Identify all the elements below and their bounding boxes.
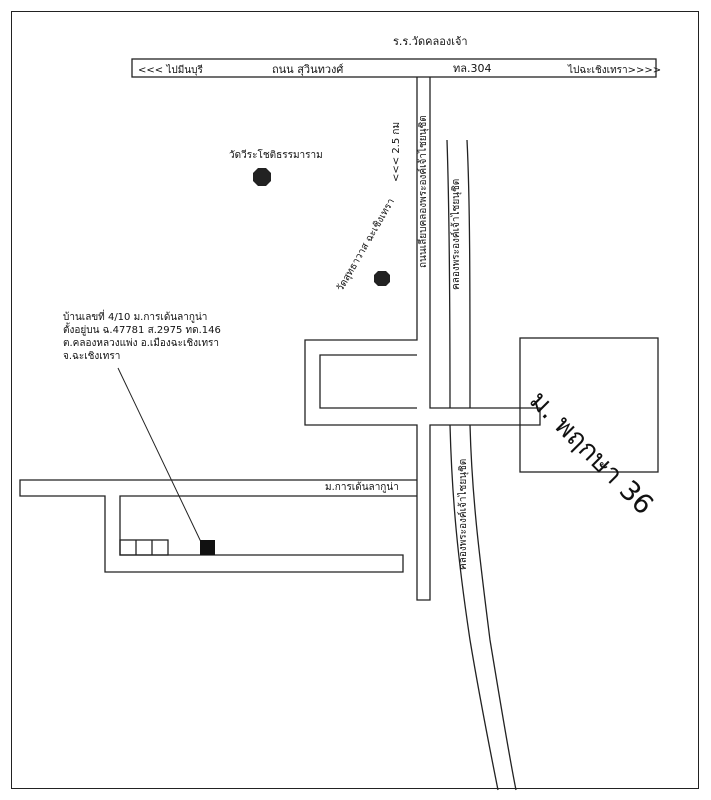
pointer-line bbox=[117, 367, 202, 543]
house-info-line: ต.คลองหลวงแพ่ง อ.เมืองฉะเชิงเทรา bbox=[63, 338, 220, 349]
highway-road bbox=[131, 58, 657, 78]
school-label: ร.ร.วัดคลองเจ้า bbox=[393, 35, 468, 48]
distance-label: <<< 2.5 กม bbox=[391, 121, 402, 182]
highway-right-label: ไปฉะเชิงเทรา>>>> bbox=[568, 65, 662, 76]
main-road-label: ถนนเลียบคลองพระองค์เจ้าไชยนุชิต bbox=[418, 115, 429, 268]
temple-1-label: วัดวีระโชติธรรมาราม bbox=[229, 150, 323, 161]
estate-block bbox=[519, 337, 659, 473]
highway-number-label: ทล.304 bbox=[453, 62, 492, 75]
map-border bbox=[11, 11, 699, 789]
house-info: บ้านเลขที่ 4/10 ม.การเด้นลากูน่า ตั้งอยู… bbox=[63, 311, 221, 363]
temple-1-icon bbox=[253, 168, 271, 186]
house-info-line: บ้านเลขที่ 4/10 ม.การเด้นลากูน่า bbox=[63, 312, 208, 323]
soi-road bbox=[19, 479, 417, 573]
canal-upper-label: คลองพระองค์เจ้าไชยนุชิต bbox=[451, 178, 462, 290]
house-info-line: ตั้งอยู่บน ฉ.47781 ส.2975 ทด.146 bbox=[63, 325, 221, 336]
soi-label: ม.การเด้นลากูน่า bbox=[325, 482, 399, 493]
temple-2-icon bbox=[374, 271, 390, 286]
highway-name-label: ถนน สุวินทวงศ์ bbox=[272, 63, 344, 76]
main-road bbox=[304, 77, 541, 601]
house-info-line: จ.ฉะเชิงเทรา bbox=[63, 351, 121, 362]
shophouse-row bbox=[119, 539, 169, 556]
canal-lower-label: คลองพระองค์เจ้าไชยนุชิต bbox=[458, 458, 469, 570]
canal-left-bank bbox=[446, 139, 499, 791]
highway-left-label: <<< ไปมีนบุรี bbox=[138, 65, 203, 76]
target-house-icon bbox=[200, 540, 215, 555]
main-road-loop bbox=[319, 354, 417, 409]
canal-right-bank bbox=[466, 139, 517, 791]
